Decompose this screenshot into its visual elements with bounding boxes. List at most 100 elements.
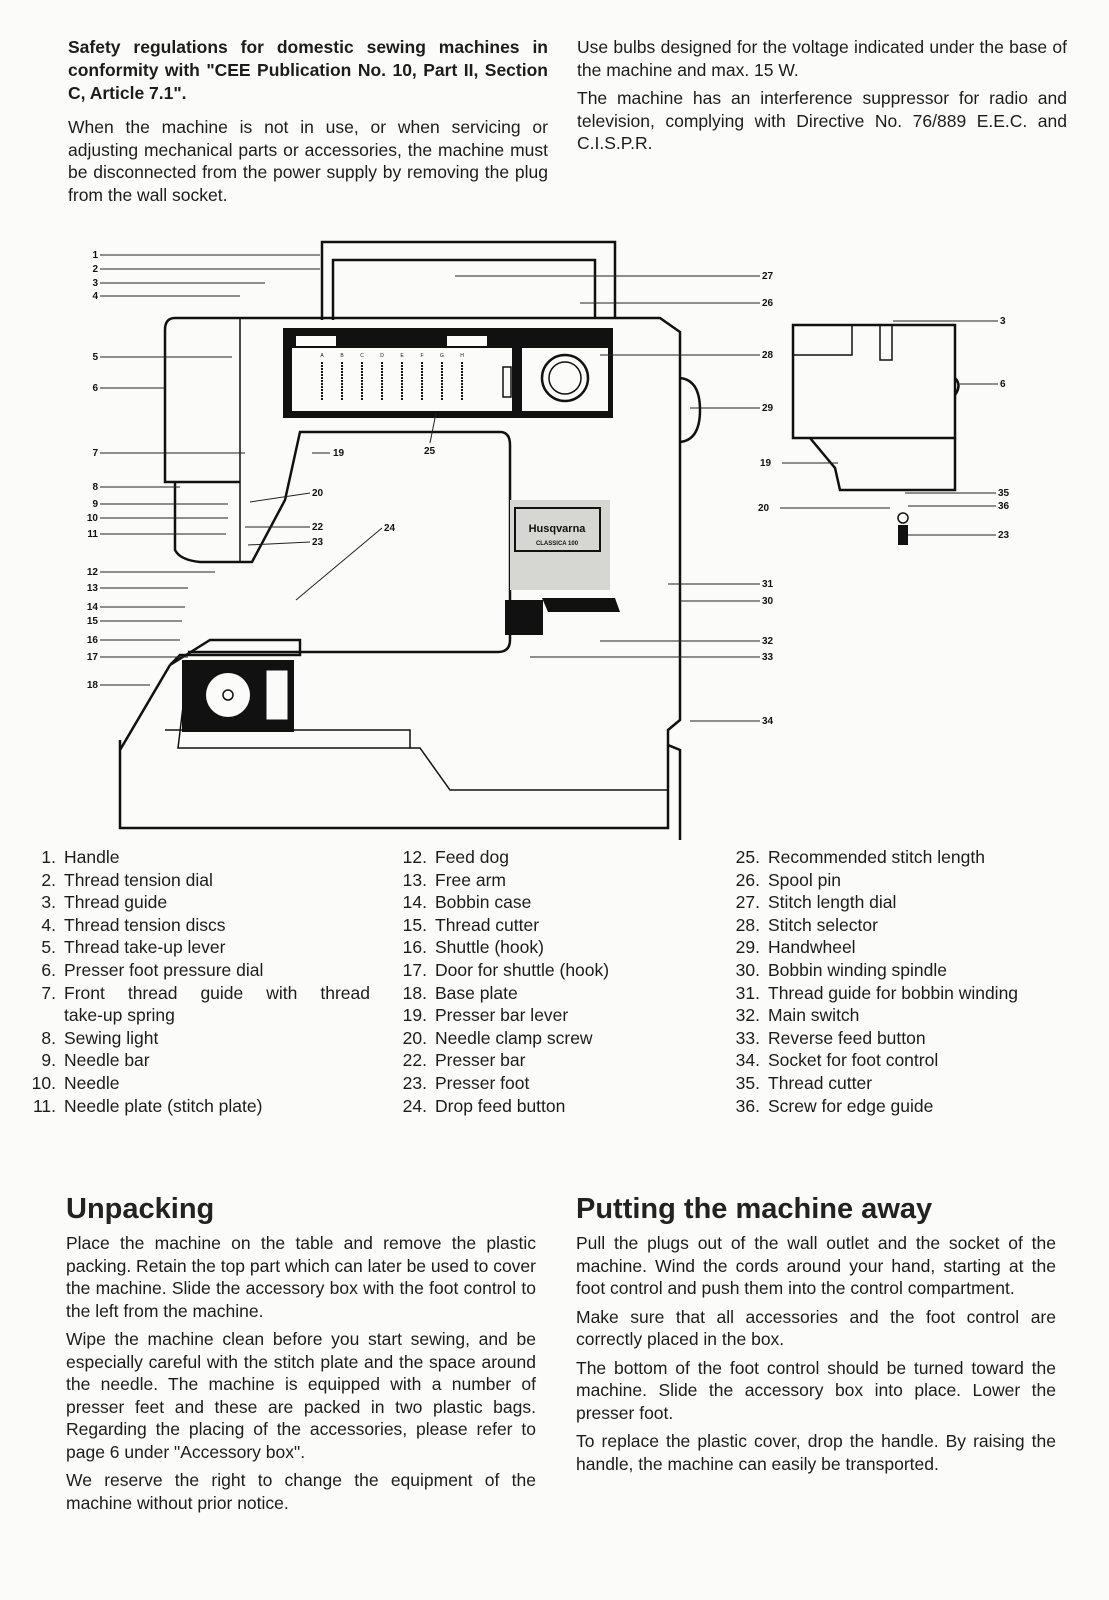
part-number: 25. <box>735 847 760 867</box>
part-number: 30. <box>735 959 760 980</box>
part-label: Needle <box>64 1072 120 1093</box>
part-number: 9. <box>41 1050 56 1071</box>
putting-away-paragraph: To replace the plastic cover, drop the h… <box>576 1431 1056 1474</box>
part-item: 30.Bobbin winding spindle <box>718 959 1109 982</box>
stitch-letter: A <box>320 353 324 359</box>
part-number: 36. <box>735 1095 760 1116</box>
callout-label: 6 <box>92 383 98 394</box>
part-number: 23. <box>402 1072 427 1093</box>
electrical-notes: Use bulbs designed for the voltage indic… <box>577 36 1067 161</box>
stitch-letter: E <box>400 353 404 359</box>
part-label: Socket for foot control <box>768 1050 939 1071</box>
part-item: 33.Reverse feed button <box>718 1027 1109 1050</box>
part-number <box>20 1004 64 1027</box>
part-number: 3. <box>41 892 56 913</box>
callout-20: 20 <box>312 488 324 499</box>
callout-label: 4 <box>92 291 98 302</box>
part-item: 8.Sewing light <box>20 1027 370 1050</box>
dial-inner <box>548 361 582 395</box>
part-number: 2. <box>41 869 56 890</box>
part-item: 5.Thread take-up lever <box>20 936 370 959</box>
putting-away-paragraph: Make sure that all accessories and the f… <box>576 1306 1056 1350</box>
part-item: 29.Handwheel <box>718 936 1109 959</box>
part-number: 14. <box>402 892 427 913</box>
brand-label: Husqvarna <box>529 523 587 535</box>
part-number: 4. <box>41 914 56 935</box>
callout-label: 7 <box>92 448 98 459</box>
part-label: Reverse feed button <box>768 1027 926 1048</box>
putting-away-title: Putting the machine away <box>576 1193 933 1225</box>
part-item: 3.Thread guide <box>20 891 370 914</box>
putting-away-paragraph: Pull the plugs out of the wall outlet an… <box>576 1233 1056 1298</box>
part-label: Presser foot pressure dial <box>64 959 264 980</box>
callout-label: 2 <box>92 264 98 275</box>
part-number: 11. <box>32 1095 56 1116</box>
part-number: 26. <box>735 869 760 890</box>
part-label: Thread guide for bobbin winding <box>768 982 1019 1003</box>
part-item: take-up spring <box>20 1004 370 1027</box>
part-item: 26. Spool pin <box>718 869 1109 892</box>
part-number: 5. <box>41 937 56 958</box>
part-item: 11.Needle plate (stitch plate) <box>20 1095 370 1118</box>
putting-away-paragraph: The bottom of the foot control should be… <box>576 1357 1056 1423</box>
callout-label: 10 <box>87 513 99 524</box>
handle-shape <box>320 240 617 320</box>
suppressor-note: The machine has an interference suppress… <box>577 88 1067 153</box>
part-number: 28. <box>735 914 760 935</box>
callout-label: 13 <box>87 583 99 594</box>
callout-label: 5 <box>92 352 98 363</box>
callout-label: 23 <box>998 530 1010 541</box>
stitch-letter: H <box>460 353 464 359</box>
callout-label: 15 <box>87 616 99 627</box>
part-label: Stitch selector <box>768 914 878 935</box>
bulb-note: Use bulbs designed for the voltage indic… <box>577 37 1067 80</box>
unpacking-paragraph: We reserve the right to change the equip… <box>66 1470 536 1513</box>
head-left <box>163 316 240 484</box>
part-label: Recommended stitch length <box>768 847 985 867</box>
callout-label: 6 <box>1000 379 1006 390</box>
putting-away-section: Putting the machine away Pull the plugs … <box>576 1192 1056 1481</box>
stitch-selector-dial <box>540 353 590 403</box>
part-number: 6. <box>41 959 56 980</box>
part-item: 24.Drop feed button <box>385 1095 715 1118</box>
part-number: 16. <box>402 937 427 958</box>
part-item: 35.Thread cutter <box>718 1072 1109 1095</box>
part-number: 24. <box>402 1095 427 1116</box>
part-item: 1.Handle <box>20 846 370 869</box>
callout-label: 36 <box>998 501 1010 512</box>
callout-label: 34 <box>762 716 774 727</box>
part-label: take-up spring <box>64 1005 175 1026</box>
part-item: 27.Stitch length dial <box>718 891 1109 914</box>
base-tray <box>165 729 668 791</box>
callout-25: 25 <box>424 446 436 457</box>
callout-label: 19 <box>760 458 772 469</box>
callout-label: 33 <box>762 652 774 663</box>
part-label: Spool pin <box>768 869 841 890</box>
part-label: Stitch length dial <box>768 892 897 913</box>
stitch-letter: B <box>340 353 344 359</box>
callout-label: 28 <box>762 350 774 361</box>
part-label: Thread cutter <box>435 914 540 935</box>
callout-22: 22 <box>312 522 324 533</box>
reverse-feed-button <box>505 600 543 635</box>
part-label: Thread cutter <box>768 1072 873 1093</box>
part-label: Presser bar lever <box>435 1005 569 1026</box>
part-number: 10. <box>31 1072 56 1093</box>
safety-paragraph: When the machine is not in use, or when … <box>68 117 548 205</box>
part-item: 20.Needle clamp screw <box>385 1027 715 1050</box>
safety-body: When the machine is not in use, or when … <box>68 116 548 212</box>
part-number: 15. <box>402 914 427 935</box>
part-item: 28. Stitch selector <box>718 914 1109 937</box>
arm-outline <box>173 430 512 654</box>
callout-label: 26 <box>762 298 774 309</box>
callout-label: 27 <box>762 271 774 282</box>
callout-label: 31 <box>762 579 774 590</box>
part-item: 36.Screw for edge guide <box>718 1095 1109 1118</box>
part-label: Presser foot <box>435 1072 530 1093</box>
part-label: Front thread guide with thread <box>64 982 370 1003</box>
callout-label: 11 <box>87 529 98 540</box>
stitch-letter: D <box>380 353 384 359</box>
